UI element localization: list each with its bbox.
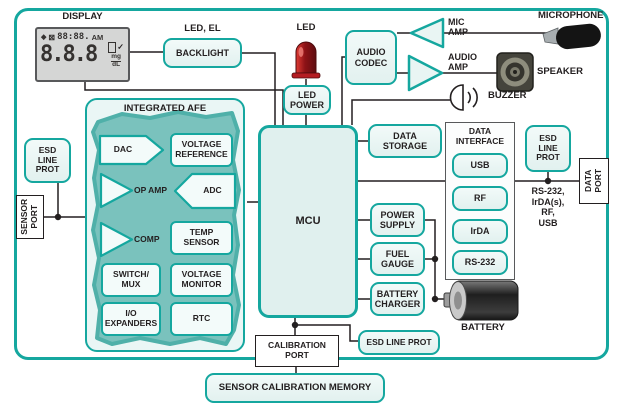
irda-block: IrDA <box>452 219 508 244</box>
junction-dots <box>54 177 552 329</box>
integrated-afe-title: INTEGRATED AFE <box>123 103 207 114</box>
switch-mux-block: SWITCH/MUX <box>101 263 161 297</box>
audio-amp-triangle-icon <box>407 54 444 92</box>
backlight-block: BACKLIGHT <box>163 38 242 68</box>
led-el-label: LED, EL <box>184 23 221 34</box>
battery-icon <box>443 280 519 321</box>
buzzer-icon <box>449 84 478 111</box>
op-amp-label: OP AMP <box>134 185 168 195</box>
rs232-block: RS-232 <box>452 250 508 275</box>
battery-status-icon: ✓ <box>108 42 124 53</box>
buzzer-label: BUZZER <box>488 90 527 101</box>
mcu-block: MCU <box>258 125 358 318</box>
esd-line-prot-bottom-block: ESD LINE PROT <box>358 330 440 355</box>
microphone-icon <box>542 23 601 50</box>
speaker-icon <box>496 52 534 92</box>
strip-error-icon: ⊠ <box>48 32 56 42</box>
dac-shape <box>98 134 165 166</box>
lcd-status-row: ◆ ⊠ 88:88. AM <box>37 29 128 42</box>
battery-label: BATTERY <box>461 322 505 333</box>
sensor-calibration-memory-block: SENSOR CALIBRATION MEMORY <box>205 373 385 403</box>
mic-amp-triangle-icon <box>409 17 445 49</box>
led-label: LED <box>296 22 316 33</box>
rf-block: RF <box>452 186 508 211</box>
display-label: DISPLAY <box>62 11 103 22</box>
lcd-reading: 8.8.8 <box>40 42 98 68</box>
data-port-protocols-note: RS-232, IrDA(s), RF, USB <box>531 186 565 228</box>
led-icon <box>291 41 321 79</box>
blood-drop-icon: ◆ <box>41 34 47 41</box>
comp-triangle-icon <box>99 221 134 258</box>
speaker-label: SPEAKER <box>537 66 583 77</box>
usb-block: USB <box>452 153 508 178</box>
lcd-time: 88:88. <box>57 32 90 42</box>
adc-shape <box>173 172 237 210</box>
rtc-block: RTC <box>170 302 233 336</box>
comp-label: COMP <box>134 234 160 244</box>
adc-label: ADC <box>203 185 222 195</box>
dac-label: DAC <box>113 144 133 154</box>
op-amp-triangle-icon <box>99 172 134 209</box>
lcd-ampm: AM <box>91 32 104 42</box>
microphone-label: MICROPHONE <box>538 10 604 21</box>
